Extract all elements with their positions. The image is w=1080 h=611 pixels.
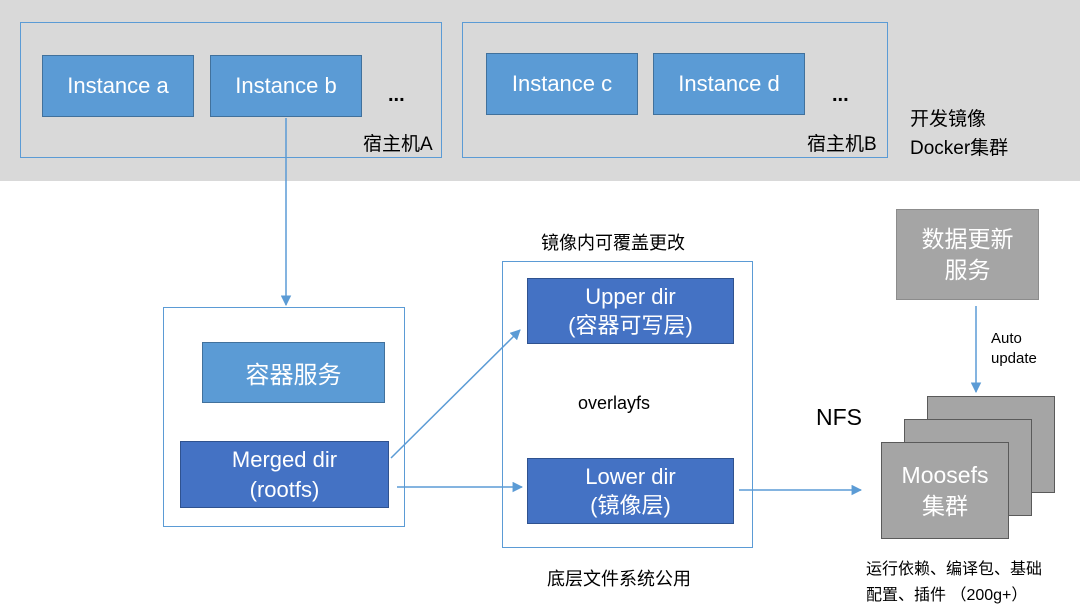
overlayfs-label: overlayfs: [578, 393, 651, 413]
moosefs-cluster-box: Moosefs 集群: [881, 442, 1009, 539]
overlay-bottom-caption: 底层文件系统公用: [547, 569, 691, 589]
host-b-label: 宿主机B: [807, 134, 877, 155]
cluster-label-line1: 开发镜像: [910, 109, 987, 130]
storage-caption-line2: 配置、插件 （200g+）: [866, 587, 1028, 604]
container-service-box: 容器服务: [202, 342, 385, 403]
instance-d-label: Instance d: [678, 71, 780, 96]
upper-dir-label: Upper dir: [585, 284, 676, 309]
nfs-label: NFS: [816, 404, 862, 430]
instance-a-box: Instance a: [42, 55, 194, 117]
overlay-top-caption: 镜像内可覆盖更改: [541, 233, 685, 253]
update-service-box: 数据更新 服务: [896, 209, 1039, 300]
container-frame: [163, 307, 405, 527]
storage-caption-line1: 运行依赖、编译包、基础: [866, 561, 1043, 578]
lower-dir-box: Lower dir (镜像层): [527, 458, 734, 524]
instance-c-label: Instance c: [511, 71, 613, 96]
arrow-merged-to-upper: [390, 329, 521, 459]
lower-dir-label: Lower dir: [585, 464, 676, 489]
lower-dir-sublabel: (镜像层): [590, 493, 671, 518]
cluster-label-line2: Docker集群: [910, 138, 1009, 159]
merged-dir-box: Merged dir (rootfs): [180, 441, 389, 508]
moosefs-sublabel: 集群: [922, 492, 968, 519]
instance-d-box: Instance d: [653, 53, 805, 115]
host-a-label: 宿主机A: [363, 134, 433, 155]
instance-c-box: Instance c: [486, 53, 638, 115]
upper-dir-box: Upper dir (容器可写层): [527, 278, 734, 344]
host-a-ellipsis: ...: [388, 84, 405, 106]
instance-b-label: Instance b: [235, 73, 337, 98]
auto-update-line1: Auto: [991, 330, 1022, 347]
container-service-label: 容器服务: [245, 362, 342, 389]
instance-b-box: Instance b: [210, 55, 362, 117]
merged-dir-sublabel: (rootfs): [249, 476, 320, 502]
moosefs-label: Moosefs: [901, 461, 989, 488]
host-a-container: [20, 22, 442, 158]
upper-dir-sublabel: (容器可写层): [568, 313, 693, 338]
host-b-container: [462, 22, 888, 158]
merged-dir-label: Merged dir: [231, 446, 338, 472]
instance-a-label: Instance a: [67, 73, 169, 98]
update-service-sublabel: 服务: [944, 256, 991, 283]
overlay-frame: [502, 261, 753, 548]
update-service-label: 数据更新: [921, 225, 1014, 252]
auto-update-line2: update: [991, 350, 1037, 367]
host-b-ellipsis: ...: [832, 84, 849, 106]
